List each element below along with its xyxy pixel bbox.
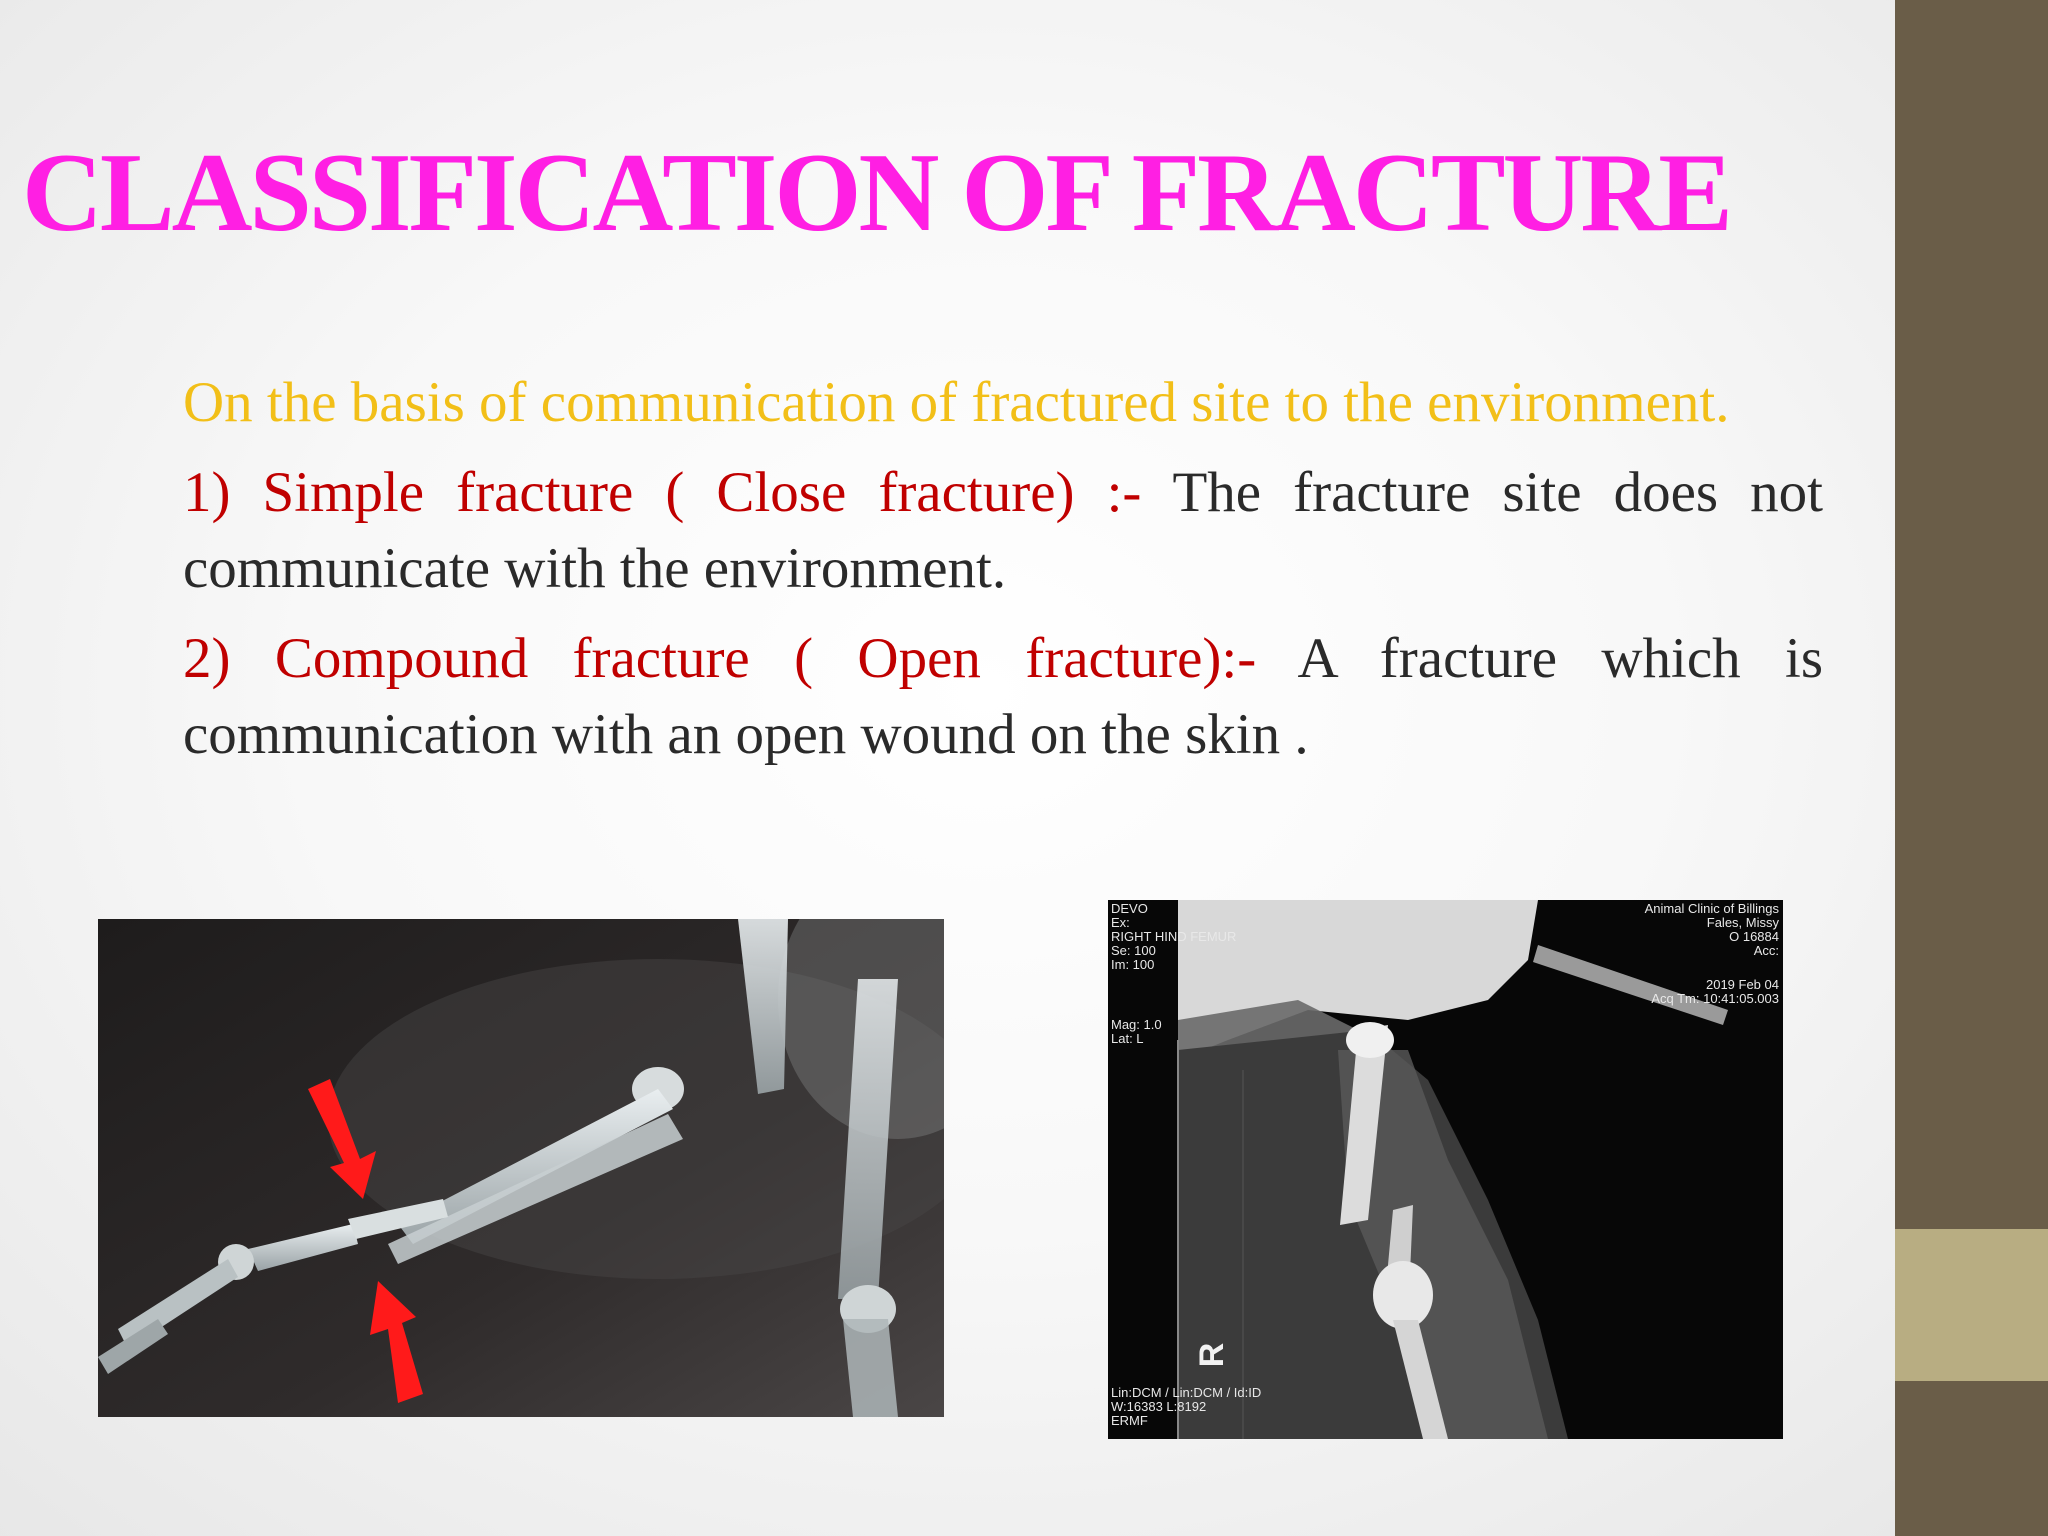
overlay-line: DEVO	[1111, 901, 1148, 916]
overlay-line: Im: 100	[1111, 957, 1154, 972]
overlay-line: Fales, Missy	[1707, 915, 1780, 930]
side-marker-label: R	[1193, 1343, 1231, 1368]
red-arrow-icon	[308, 1079, 376, 1199]
xray-image-forelimb-fracture	[98, 919, 944, 1417]
side-accent-block	[1895, 1229, 2048, 1381]
overlay-line: Acq Tm: 10:41:05.003	[1651, 991, 1779, 1006]
overlay-line: Ex:	[1111, 915, 1130, 930]
overlay-line: O 16884	[1729, 929, 1779, 944]
list-item-simple-fracture: 1) Simple fracture ( Close fracture) :- …	[183, 455, 1823, 607]
xray-overlay-top-left: DEVO Ex: RIGHT HIND FEMUR Se: 100 Im: 10…	[1111, 901, 1236, 1046]
overlay-line: Lat: L	[1111, 1031, 1144, 1046]
compound-fracture-description: A fracture which is communication with a…	[183, 627, 1824, 766]
list-item-compound-fracture: 2) Compound fracture ( Open fracture):- …	[183, 621, 1823, 773]
overlay-line: 2019 Feb 04	[1706, 977, 1779, 992]
overlay-line: Lin:DCM / Lin:DCM / Id:ID	[1111, 1385, 1261, 1400]
simple-fracture-description: The fracture site does not communicate w…	[183, 461, 1823, 600]
overlay-line: ERMF	[1111, 1413, 1148, 1428]
overlay-line: Mag: 1.0	[1111, 1017, 1162, 1032]
xray-image-hind-leg: DEVO Ex: RIGHT HIND FEMUR Se: 100 Im: 10…	[1108, 900, 1783, 1439]
intro-paragraph: On the basis of communication of fractur…	[183, 371, 1730, 434]
xray-overlay-bottom-left: Lin:DCM / Lin:DCM / Id:ID W:16383 L:8192…	[1111, 1385, 1261, 1428]
xray-overlay-top-right: Animal Clinic of Billings Fales, Missy O…	[1645, 901, 1780, 1006]
overlay-line: W:16383 L:8192	[1111, 1399, 1206, 1414]
simple-fracture-term: 1) Simple fracture ( Close fracture) :-	[183, 461, 1142, 524]
compound-fracture-term: 2) Compound fracture ( Open fracture):-	[183, 627, 1257, 690]
slide-body: On the basis of communication of fractur…	[183, 365, 1823, 787]
slide-title: CLASSIFICATION OF FRACTURE	[22, 131, 1733, 255]
overlay-line: RIGHT HIND FEMUR	[1111, 929, 1236, 944]
overlay-line: Animal Clinic of Billings	[1645, 901, 1780, 916]
overlay-line: Se: 100	[1111, 943, 1156, 958]
overlay-line: Acc:	[1754, 943, 1779, 958]
red-arrow-icon	[370, 1281, 423, 1403]
